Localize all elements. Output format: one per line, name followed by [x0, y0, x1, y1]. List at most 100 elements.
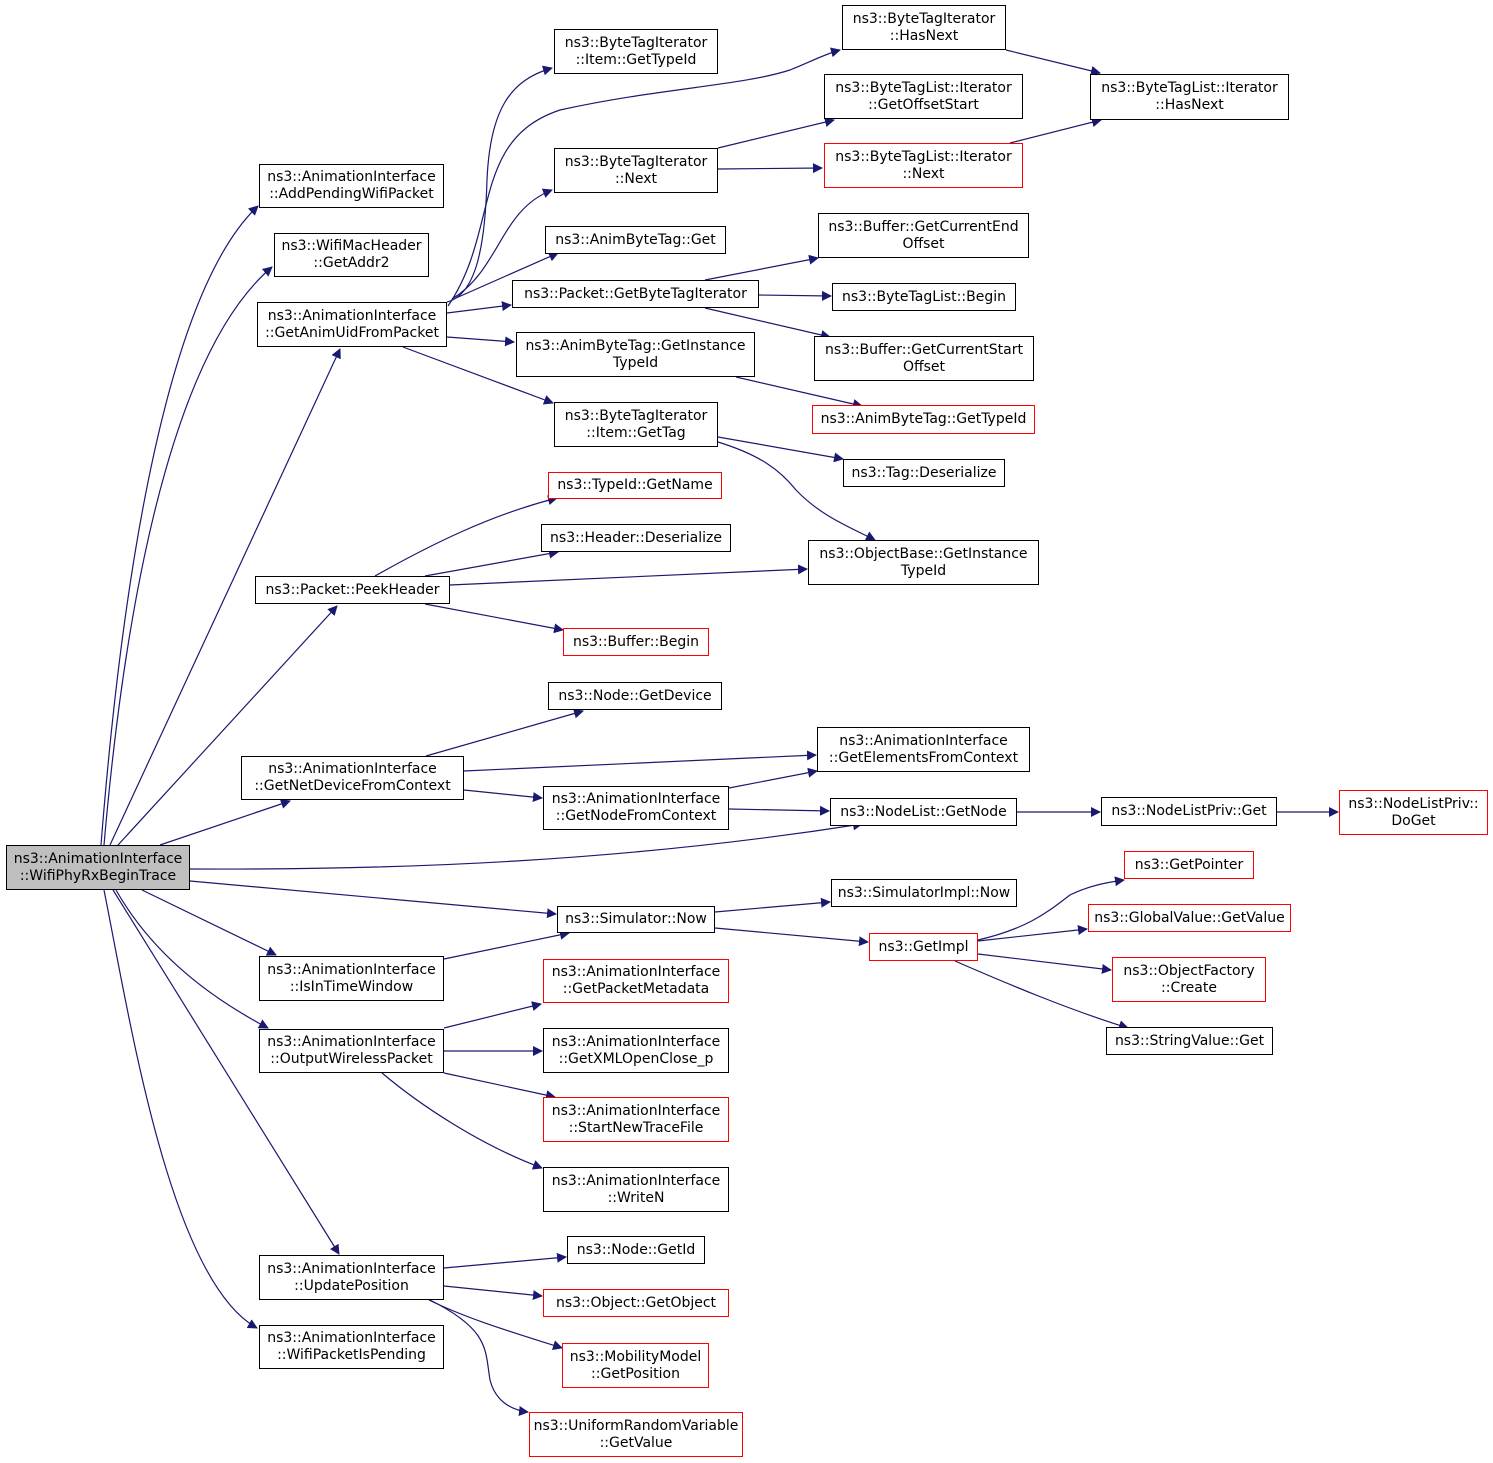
node-object-get-object[interactable]: ns3::Object::GetObject: [543, 1289, 729, 1317]
node-label-line: ns3::AnimationInterface: [551, 1172, 721, 1189]
node-header-deserialize[interactable]: ns3::Header::Deserialize: [541, 524, 731, 552]
node-label-line: ::Item::GetTag: [586, 424, 686, 441]
node-node-list-get-node[interactable]: ns3::NodeList::GetNode: [830, 798, 1017, 826]
node-label-line: ::GetAddr2: [313, 255, 390, 271]
edge-anim-uid-bti-has-next: [447, 47, 841, 307]
node-add-pending-wifi-packet[interactable]: ns3::AnimationInterface::AddPendingWifiP…: [259, 164, 444, 208]
edge-gbti-get-current-start: [704, 307, 831, 340]
edge-anim-uid-bti-next: [451, 188, 553, 300]
node-label-line: TypeId: [612, 354, 659, 371]
node-label-line: ns3::AnimationInterface: [268, 761, 437, 777]
node-label-line: ::HasNext: [889, 27, 959, 44]
node-write-n[interactable]: ns3::AnimationInterface::WriteN: [543, 1167, 729, 1212]
node-global-value-get-value[interactable]: ns3::GlobalValue::GetValue: [1088, 904, 1291, 932]
node-get-offset-start[interactable]: ns3::ByteTagList::Iterator::GetOffsetSta…: [824, 74, 1023, 119]
edge-get-impl-object-factory: [977, 953, 1112, 974]
node-start-new-trace-file[interactable]: ns3::AnimationInterface::StartNewTraceFi…: [543, 1097, 729, 1142]
node-get-pointer[interactable]: ns3::GetPointer: [1124, 851, 1254, 879]
node-label-line: ns3::Tag::Deserialize: [851, 464, 997, 481]
edge-root-get-addr2: [103, 266, 273, 846]
node-string-value-get[interactable]: ns3::StringValue::Get: [1106, 1027, 1273, 1055]
node-anim-byte-tag-get-type-id[interactable]: ns3::AnimByteTag::GetTypeId: [812, 405, 1035, 434]
node-get-net-device-from-context[interactable]: ns3::AnimationInterface::GetNetDeviceFro…: [241, 756, 464, 800]
node-get-xml-open-close[interactable]: ns3::AnimationInterface::GetXMLOpenClose…: [543, 1028, 729, 1073]
node-wifi-packet-is-pending[interactable]: ns3::AnimationInterface::WifiPacketIsPen…: [259, 1325, 444, 1369]
edge-output-wireless-start-new-trace-file: [443, 1072, 556, 1100]
node-node-list-priv-do-get[interactable]: ns3::NodeListPriv::DoGet: [1339, 790, 1488, 835]
node-item-get-tag[interactable]: ns3::ByteTagIterator::Item::GetTag: [554, 402, 718, 447]
edge-bti-next-btl-iterator-next: [717, 163, 823, 174]
node-get-byte-tag-iterator[interactable]: ns3::Packet::GetByteTagIterator: [512, 280, 759, 308]
edge-update-position-object-get-object: [443, 1285, 543, 1301]
node-label-line: ::Item::GetTypeId: [575, 51, 697, 68]
node-peek-header[interactable]: ns3::Packet::PeekHeader: [255, 576, 450, 604]
node-is-in-time-window[interactable]: ns3::AnimationInterface::IsInTimeWindow: [259, 956, 444, 1001]
edge-anim-uid-item-get-tag: [402, 346, 554, 405]
node-label-line: ns3::AnimationInterface: [267, 1260, 436, 1277]
node-label-line: ::WifiPacketIsPending: [277, 1347, 426, 1363]
node-get-impl[interactable]: ns3::GetImpl: [869, 933, 978, 961]
node-type-id-get-name[interactable]: ns3::TypeId::GetName: [548, 472, 722, 499]
node-get-elements-from-context[interactable]: ns3::AnimationInterface::GetElementsFrom…: [817, 727, 1030, 772]
edge-root-node-list-get-node: [189, 820, 863, 870]
node-node-get-id[interactable]: ns3::Node::GetId: [567, 1236, 705, 1264]
node-mobility-get-position[interactable]: ns3::MobilityModel::GetPosition: [562, 1343, 709, 1388]
node-label-line: ns3::UniformRandomVariable: [533, 1417, 739, 1434]
node-btl-iterator-has-next[interactable]: ns3::ByteTagList::Iterator::HasNext: [1090, 74, 1289, 120]
edge-anim-uid-get-instance-type-id: [446, 336, 515, 347]
node-label-line: ::GetNodeFromContext: [555, 808, 717, 824]
edge-net-device-get-elements: [463, 750, 817, 772]
node-label-line: TypeId: [900, 562, 947, 579]
node-label-line: ::OutputWirelessPacket: [270, 1051, 433, 1067]
node-label-line: ::GetAnimUidFromPacket: [265, 324, 439, 341]
edge-anim-uid-anim-byte-tag-get: [455, 252, 559, 299]
node-simulator-impl-now[interactable]: ns3::SimulatorImpl::Now: [831, 879, 1017, 907]
node-label-line: ::GetValue: [599, 1434, 673, 1451]
edge-item-get-tag-tag-deserialize: [717, 436, 844, 463]
node-label-line: ns3::Node::GetId: [576, 1241, 696, 1258]
edge-instance-type-id-anim-get-type-id: [735, 376, 863, 409]
node-item-get-type-id[interactable]: ns3::ByteTagIterator::Item::GetTypeId: [554, 29, 718, 74]
edge-root-add-pending: [100, 205, 259, 846]
edge-root-output-wireless: [115, 889, 269, 1029]
edge-root-wifi-pending: [103, 889, 258, 1329]
node-uniform-get-value[interactable]: ns3::UniformRandomVariable::GetValue: [529, 1412, 743, 1457]
node-label-line: ns3::NodeListPriv::Get: [1111, 803, 1267, 819]
edge-simulator-now-simulator-impl-now: [714, 897, 831, 913]
node-anim-byte-tag-get[interactable]: ns3::AnimByteTag::Get: [545, 226, 726, 254]
node-label-line: ns3::AnimationInterface: [267, 169, 436, 185]
node-get-anim-uid-from-packet[interactable]: ns3::AnimationInterface::GetAnimUidFromP…: [257, 302, 447, 347]
node-node-list-priv-get[interactable]: ns3::NodeListPriv::Get: [1101, 797, 1277, 826]
node-byte-tag-list-begin[interactable]: ns3::ByteTagList::Begin: [832, 283, 1016, 311]
node-bti-next[interactable]: ns3::ByteTagIterator::Next: [554, 148, 718, 193]
node-label-line: ns3::SimulatorImpl::Now: [837, 884, 1011, 901]
node-label-line: ns3::ByteTagIterator: [564, 153, 708, 170]
node-btl-iterator-next[interactable]: ns3::ByteTagList::Iterator::Next: [824, 143, 1023, 188]
edge-simulator-now-get-impl: [714, 927, 869, 947]
node-simulator-now[interactable]: ns3::Simulator::Now: [557, 906, 715, 933]
node-update-position[interactable]: ns3::AnimationInterface::UpdatePosition: [259, 1255, 444, 1300]
node-get-addr2[interactable]: ns3::WifiMacHeader::GetAddr2: [274, 233, 429, 277]
node-label-line: ns3::MobilityModel: [569, 1348, 702, 1365]
node-label-line: ns3::Packet::PeekHeader: [265, 581, 440, 598]
node-get-node-from-context[interactable]: ns3::AnimationInterface::GetNodeFromCont…: [543, 786, 729, 830]
node-get-packet-metadata[interactable]: ns3::AnimationInterface::GetPacketMetada…: [543, 959, 729, 1003]
node-label-line: ::AddPendingWifiPacket: [269, 186, 434, 202]
node-object-factory-create[interactable]: ns3::ObjectFactory::Create: [1112, 957, 1266, 1002]
node-label-line: ::GetPacketMetadata: [562, 981, 710, 997]
edge-net-device-get-node-from-context: [463, 789, 543, 803]
node-label-line: ::GetPosition: [591, 1365, 680, 1382]
node-buffer-begin[interactable]: ns3::Buffer::Begin: [563, 628, 709, 656]
node-output-wireless-packet[interactable]: ns3::AnimationInterface::OutputWirelessP…: [259, 1029, 444, 1073]
node-label-line: ::HasNext: [1155, 97, 1224, 113]
node-label-line: ns3::GetPointer: [1134, 856, 1244, 873]
node-label-line: ns3::Simulator::Now: [565, 911, 707, 927]
node-label-line: ns3::AnimByteTag::GetTypeId: [820, 411, 1027, 427]
node-bti-has-next[interactable]: ns3::ByteTagIterator::HasNext: [842, 5, 1006, 50]
node-tag-deserialize[interactable]: ns3::Tag::Deserialize: [843, 459, 1005, 487]
node-node-get-device[interactable]: ns3::Node::GetDevice: [548, 682, 722, 710]
